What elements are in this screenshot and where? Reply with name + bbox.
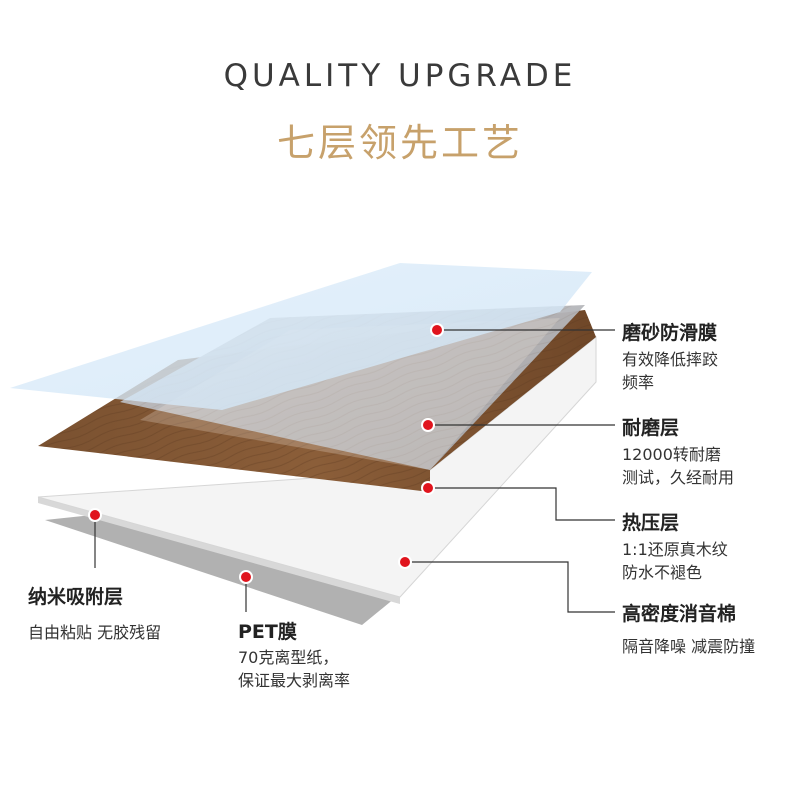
label-matte-film: 磨砂防滑膜 有效降低摔跤 频率 <box>622 318 718 394</box>
label-nano-title: 纳米吸附层 <box>28 582 161 609</box>
label-wear-desc-1: 12000转耐磨 <box>622 443 734 466</box>
label-nano-desc-1: 自由粘贴 无胶残留 <box>28 621 161 644</box>
label-matte-film-desc-1: 有效降低摔跤 <box>622 348 718 371</box>
label-wear: 耐磨层 12000转耐磨 测试，久经耐用 <box>622 413 734 489</box>
marker-foam <box>399 556 411 568</box>
label-heat-press-desc-2: 防水不褪色 <box>622 561 728 584</box>
label-matte-film-title: 磨砂防滑膜 <box>622 318 718 345</box>
label-wear-desc-2: 测试，久经耐用 <box>622 466 734 489</box>
marker-matte-film <box>431 324 443 336</box>
marker-pet <box>240 571 252 583</box>
label-foam-title: 高密度消音棉 <box>622 599 755 626</box>
leader-line-foam <box>405 562 615 612</box>
label-nano: 纳米吸附层 自由粘贴 无胶残留 <box>28 582 161 644</box>
label-heat-press-title: 热压层 <box>622 508 728 535</box>
marker-wear <box>422 419 434 431</box>
label-matte-film-desc-2: 频率 <box>622 371 718 394</box>
label-heat-press: 热压层 1:1还原真木纹 防水不褪色 <box>622 508 728 584</box>
label-wear-title: 耐磨层 <box>622 413 734 440</box>
marker-heat-press <box>422 482 434 494</box>
label-foam: 高密度消音棉 隔音降噪 减震防撞 <box>622 599 755 658</box>
label-pet-desc-1: 70克离型纸， <box>238 646 350 669</box>
label-foam-desc-1: 隔音降噪 减震防撞 <box>622 635 755 658</box>
label-pet-title: PET膜 <box>238 617 350 644</box>
label-heat-press-desc-1: 1:1还原真木纹 <box>622 538 728 561</box>
marker-nano <box>89 509 101 521</box>
label-pet-desc-2: 保证最大剥离率 <box>238 669 350 692</box>
label-pet: PET膜 70克离型纸， 保证最大剥离率 <box>238 617 350 692</box>
